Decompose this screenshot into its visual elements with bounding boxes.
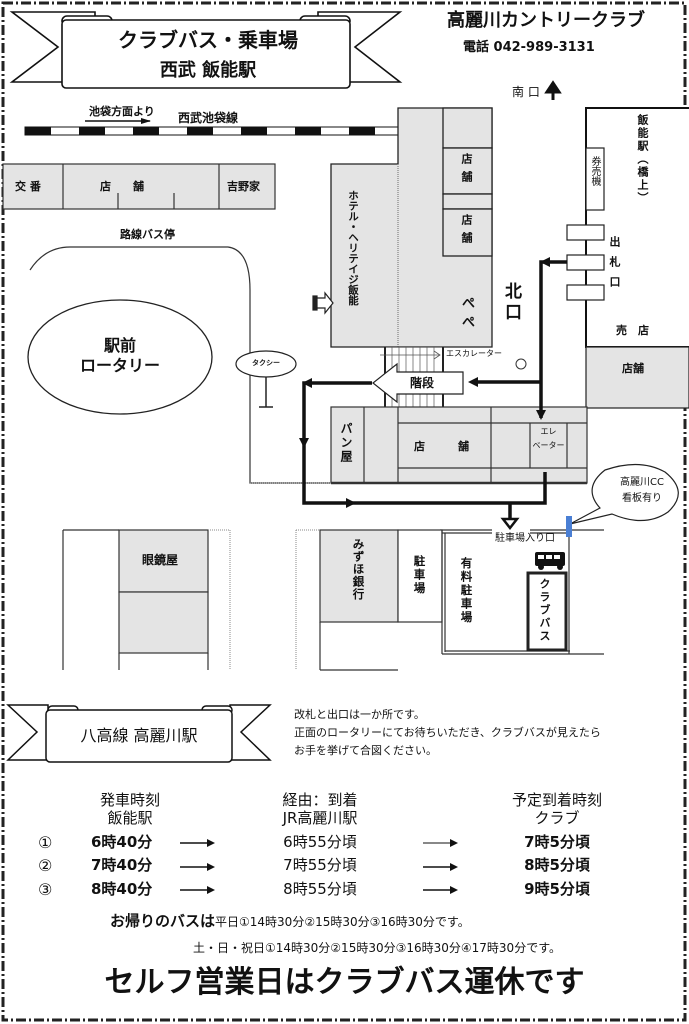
pepe-label: ぺぺ: [459, 296, 474, 334]
paid-parking-label: 有料駐車場: [459, 557, 474, 625]
row-3-depart: 8時40分: [91, 880, 153, 898]
station-label: 飯能駅（橋上）: [636, 114, 649, 205]
signboard-marker: [566, 516, 572, 537]
hotel-pepe-building: [330, 107, 493, 348]
ticket-machine-label: 券売機: [589, 156, 600, 186]
elevator-label-2: ベーター: [532, 441, 565, 450]
south-exit-label: 南 口: [512, 85, 540, 99]
row-2-no: ②: [38, 856, 53, 875]
escalator-label: エスカレーター: [446, 349, 502, 358]
row-1-no: ①: [38, 833, 53, 852]
bakery-label: パン屋: [339, 422, 353, 464]
parking-label: 駐車場: [412, 555, 427, 596]
rotary-label-2: ロータリー: [79, 356, 160, 375]
schedule-header-arrive-2: クラブ: [534, 809, 580, 827]
railway-name: 西武池袋線: [178, 111, 239, 125]
mizuho-label: みずほ銀行: [351, 538, 366, 601]
club-bus-label: クラブバス: [538, 578, 551, 643]
return-bus-label: お帰りのバスは: [110, 912, 216, 930]
kiosk-label: 売 店: [616, 324, 649, 337]
ticket-gate-label: 出札口: [608, 236, 621, 296]
railway-track: [24, 126, 406, 136]
return-bus-weekday-times: 平日①14時30分②15時30分③16時30分です。: [215, 915, 470, 929]
north-arrow-icon: [544, 80, 562, 100]
club-name: 高麗川カントリークラブ: [447, 10, 645, 31]
hotel-entrance-arrow-icon: [312, 291, 334, 315]
shops-row: [2, 163, 276, 210]
top-ribbon: [9, 11, 403, 89]
bus-icon: [535, 552, 565, 570]
row-3-arrive: 9時5分頃: [524, 880, 590, 898]
schedule-header-arrive-1: 予定到着時刻: [511, 791, 602, 809]
optician-block: [62, 529, 209, 670]
club-bus-spot: [526, 571, 568, 652]
row-2-depart: 7時40分: [91, 856, 153, 874]
rotary-label-1: 駅前: [103, 336, 136, 355]
parking-entrance-label: 駐車場入り口: [495, 533, 555, 544]
store-1-label: 店舗: [460, 153, 473, 189]
optician-label: 眼鏡屋: [142, 553, 179, 567]
shops-label: 店 舗: [100, 180, 144, 193]
schedule-header-via-2: JR高麗川駅: [282, 809, 358, 827]
schedule-header-depart-1: 発車時刻: [99, 791, 160, 809]
bus-stop-label: 路線バス停: [120, 228, 175, 241]
elevator-label-1: エレ: [540, 427, 557, 436]
row-2-via: 7時55分頃: [283, 856, 357, 874]
stairs-label: 階段: [410, 376, 435, 390]
banner-subtitle: 西武 飯能駅: [159, 60, 257, 81]
return-bus-weekday: お帰りのバスは平日①14時30分②15時30分③16時30分です。: [110, 914, 470, 929]
yoshinoya-label: 吉野家: [227, 180, 260, 193]
north-exit-label: 北口: [501, 282, 521, 324]
row-1-arrive: 7時5分頃: [524, 833, 590, 851]
rotary-shape: [27, 299, 213, 415]
taxi-label: タクシー: [252, 359, 280, 367]
self-service-notice: セルフ営業日はクラブバス運休です: [104, 965, 585, 1000]
police-box-label: 交 番: [15, 180, 41, 193]
hotel-label: ホテル・ヘリテイジ飯能: [347, 190, 359, 306]
komagawa-note-2: 正面のロータリーにてお待ちいただき、クラブバスが見えたら: [294, 726, 601, 739]
railway-direction: 池袋方面より: [89, 105, 155, 118]
row-1-depart: 6時40分: [91, 833, 153, 851]
komagawa-note-1: 改札と出口は一か所です。: [294, 708, 425, 721]
signboard-label-1: 高麗川CC: [620, 477, 664, 488]
komagawa-note-3: お手を挙げて合図ください。: [294, 744, 437, 757]
store-2-label: 店舗: [460, 214, 473, 250]
club-phone: 電話 042-989-3131: [463, 40, 595, 55]
signboard-bubble: [569, 463, 679, 525]
komagawa-ribbon: [6, 704, 272, 763]
row-3-no: ③: [38, 880, 53, 899]
store-middle-label: 店 舗: [414, 440, 469, 453]
stairs-arrow-icon: [372, 362, 464, 404]
row-3-via: 8時55分頃: [283, 880, 357, 898]
banner-title: クラブバス・乗車場: [118, 28, 298, 52]
schedule-header-via-1: 経由：到着: [282, 791, 358, 809]
return-bus-weekend: 土・日・祝日①14時30分②15時30分③16時30分④17時30分です。: [193, 941, 561, 955]
store-right-label: 店舗: [622, 362, 644, 375]
signboard-label-2: 看板有り: [622, 493, 662, 504]
lower-building: [330, 406, 588, 485]
row-2-arrive: 8時5分頃: [524, 856, 590, 874]
schedule-header-depart-2: 飯能駅: [107, 809, 153, 827]
komagawa-banner-title: 八高線 高麗川駅: [80, 726, 198, 745]
row-1-via: 6時55分頃: [283, 833, 357, 851]
